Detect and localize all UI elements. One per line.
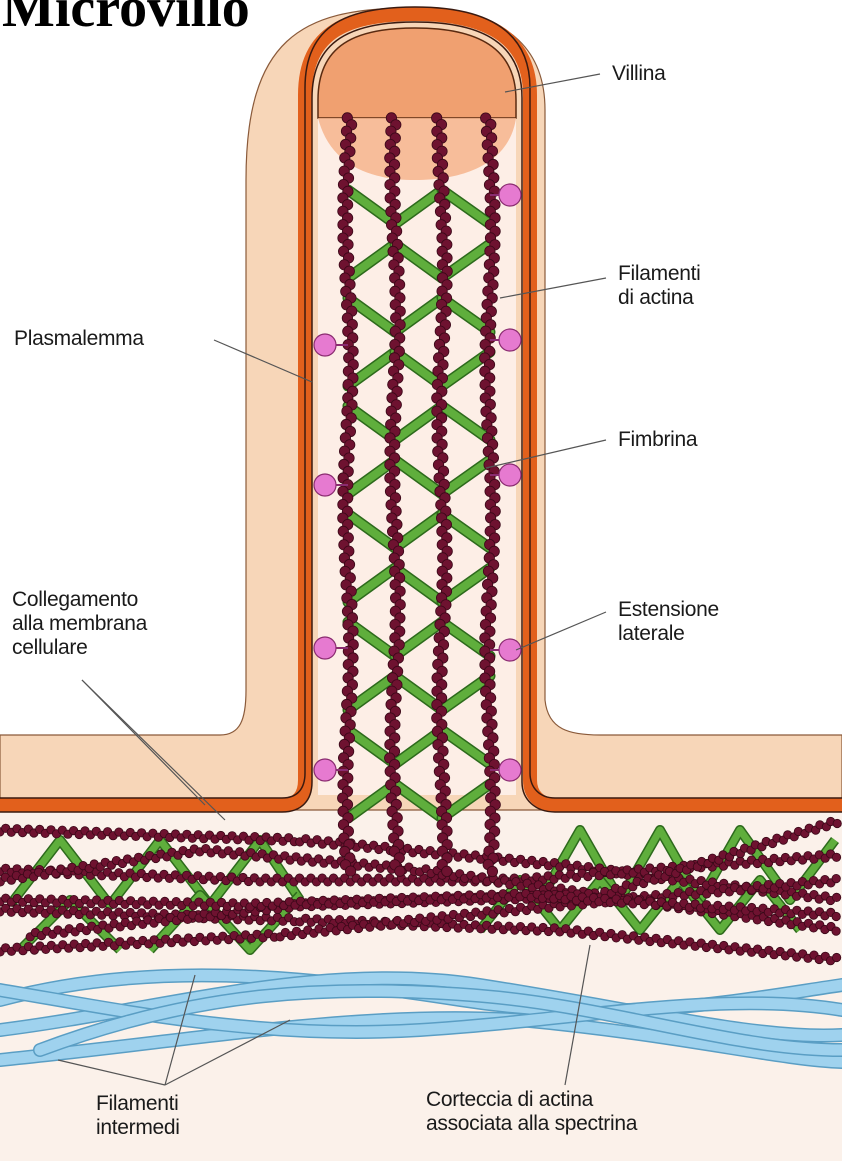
page-title: Microvillo bbox=[2, 0, 250, 36]
label-estensione-line2: laterale bbox=[618, 622, 719, 646]
lateral-arm-left-1 bbox=[314, 334, 336, 356]
lateral-arm-left-2 bbox=[314, 474, 336, 496]
label-plasmalemma: Plasmalemma bbox=[14, 327, 144, 351]
lateral-arm-right-2 bbox=[499, 329, 521, 351]
label-corteccia-line2: associata alla spectrina bbox=[426, 1112, 637, 1136]
lateral-arm-right-5 bbox=[499, 759, 521, 781]
lateral-arm-left-4 bbox=[314, 759, 336, 781]
label-villina: Villina bbox=[612, 62, 666, 86]
label-filamenti-intermedi-line2: intermedi bbox=[96, 1116, 180, 1140]
label-corteccia: Corteccia di actina associata alla spect… bbox=[426, 1088, 637, 1136]
label-collegamento-line2: alla membrana bbox=[12, 612, 147, 636]
lateral-arm-left-3 bbox=[314, 637, 336, 659]
label-filamenti-actina-line2: di actina bbox=[618, 286, 701, 310]
label-collegamento: Collegamento alla membrana cellulare bbox=[12, 588, 147, 660]
label-filamenti-actina: Filamenti di actina bbox=[618, 262, 701, 310]
label-filamenti-actina-line1: Filamenti bbox=[618, 262, 701, 286]
label-filamenti-intermedi: Filamenti intermedi bbox=[96, 1092, 180, 1140]
label-collegamento-line3: cellulare bbox=[12, 636, 147, 660]
lateral-arm-right-3 bbox=[499, 464, 521, 486]
label-filamenti-intermedi-line1: Filamenti bbox=[96, 1092, 180, 1116]
label-fimbrina: Fimbrina bbox=[618, 428, 697, 452]
label-corteccia-line1: Corteccia di actina bbox=[426, 1088, 637, 1112]
lateral-arm-right-1 bbox=[499, 184, 521, 206]
label-estensione: Estensione laterale bbox=[618, 598, 719, 646]
label-collegamento-line1: Collegamento bbox=[12, 588, 147, 612]
label-estensione-line1: Estensione bbox=[618, 598, 719, 622]
lateral-arm-right-4 bbox=[499, 639, 521, 661]
